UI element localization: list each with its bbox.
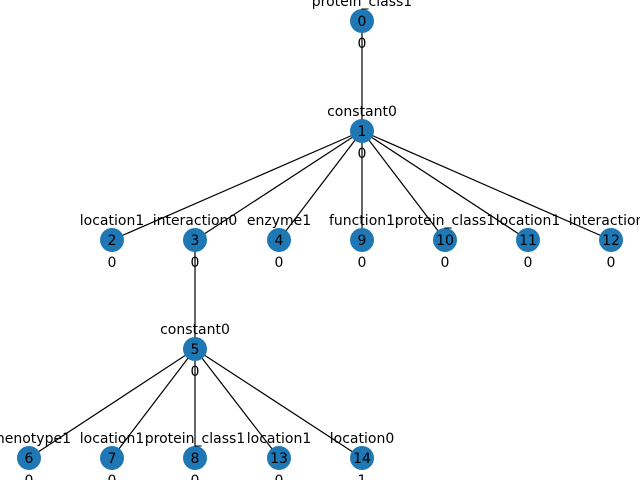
node-0: protein_class1 0 0 — [312, 0, 412, 52]
edge-1-2 — [111, 130, 363, 241]
node-value: 1 — [358, 473, 367, 480]
node-circle — [100, 446, 124, 470]
node-7: location1 7 0 — [80, 431, 144, 480]
node-circle — [350, 9, 374, 33]
node-circle — [433, 228, 457, 252]
node-3: interaction0 3 0 — [153, 213, 238, 271]
node-id: 9 — [358, 233, 367, 249]
node-id: 12 — [602, 233, 620, 249]
node-value: 0 — [524, 255, 533, 271]
node-value: 0 — [191, 255, 200, 271]
node-label: constant0 — [327, 104, 397, 120]
node-value: 0 — [191, 364, 200, 380]
node-id: 8 — [191, 451, 200, 467]
node-9: function1 9 0 — [329, 213, 395, 271]
node-circle — [267, 228, 291, 252]
node-value: 0 — [275, 473, 284, 480]
node-label: location1 — [80, 431, 144, 447]
node-circle — [350, 228, 374, 252]
node-label: enzyme1 — [247, 213, 311, 229]
node-value: 0 — [358, 36, 367, 52]
node-10: protein_class1 10 0 — [395, 213, 495, 271]
node-label: protein_class1 — [312, 0, 412, 10]
edge-1-4 — [278, 130, 363, 241]
node-11: location1 11 0 — [496, 213, 560, 271]
node-label: location1 — [496, 213, 560, 229]
node-id: 13 — [270, 451, 288, 467]
node-value: 0 — [441, 255, 450, 271]
node-value: 0 — [358, 255, 367, 271]
node-label: protein_class1 — [145, 431, 245, 447]
node-id: 5 — [191, 342, 200, 358]
node-circle — [17, 446, 41, 470]
node-value: 0 — [108, 255, 117, 271]
node-14: location0 14 1 — [330, 431, 394, 480]
node-value: 0 — [25, 473, 34, 480]
node-label: phenotype1 — [0, 431, 71, 447]
node-id: 0 — [358, 14, 367, 30]
node-circle — [350, 119, 374, 143]
node-4: enzyme1 4 0 — [247, 213, 311, 271]
node-5: constant0 5 0 — [160, 322, 230, 380]
edge-5-7 — [111, 348, 196, 459]
node-label: protein_class1 — [395, 213, 495, 229]
edge-1-11 — [361, 130, 529, 241]
edge-5-13 — [194, 348, 280, 459]
node-id: 3 — [191, 233, 200, 249]
node-circle — [100, 228, 124, 252]
node-value: 0 — [275, 255, 284, 271]
node-label: location1 — [80, 213, 144, 229]
node-id: 14 — [353, 451, 371, 467]
node-label: function1 — [329, 213, 395, 229]
node-label: interaction0 — [153, 213, 238, 229]
edge-5-14 — [194, 348, 363, 459]
node-circle — [183, 446, 207, 470]
node-id: 7 — [108, 451, 117, 467]
node-circle — [516, 228, 540, 252]
edges-layer — [28, 21, 612, 459]
node-circle — [599, 228, 623, 252]
node-circle — [267, 446, 291, 470]
node-1: constant0 1 0 — [327, 104, 397, 162]
node-circle — [350, 446, 374, 470]
node-value: 0 — [358, 146, 367, 162]
node-circle — [183, 337, 207, 361]
edge-1-10 — [361, 130, 446, 241]
node-id: 10 — [436, 233, 454, 249]
node-id: 4 — [275, 233, 284, 249]
edge-1-12 — [361, 130, 612, 241]
node-8: protein_class1 8 0 — [145, 431, 245, 480]
node-2: location1 2 0 — [80, 213, 144, 271]
node-value: 0 — [607, 255, 616, 271]
node-id: 1 — [358, 124, 367, 140]
node-id: 11 — [519, 233, 537, 249]
node-id: 2 — [108, 233, 117, 249]
edge-5-6 — [28, 348, 196, 459]
node-id: 6 — [25, 451, 34, 467]
node-value: 0 — [108, 473, 117, 480]
node-label: location1 — [247, 431, 311, 447]
node-label: constant0 — [160, 322, 230, 338]
edge-1-3 — [194, 130, 363, 241]
node-circle — [183, 228, 207, 252]
node-6: phenotype1 6 0 — [0, 431, 71, 480]
node-label: location0 — [330, 431, 394, 447]
node-13: location1 13 0 — [247, 431, 311, 480]
node-value: 0 — [191, 473, 200, 480]
